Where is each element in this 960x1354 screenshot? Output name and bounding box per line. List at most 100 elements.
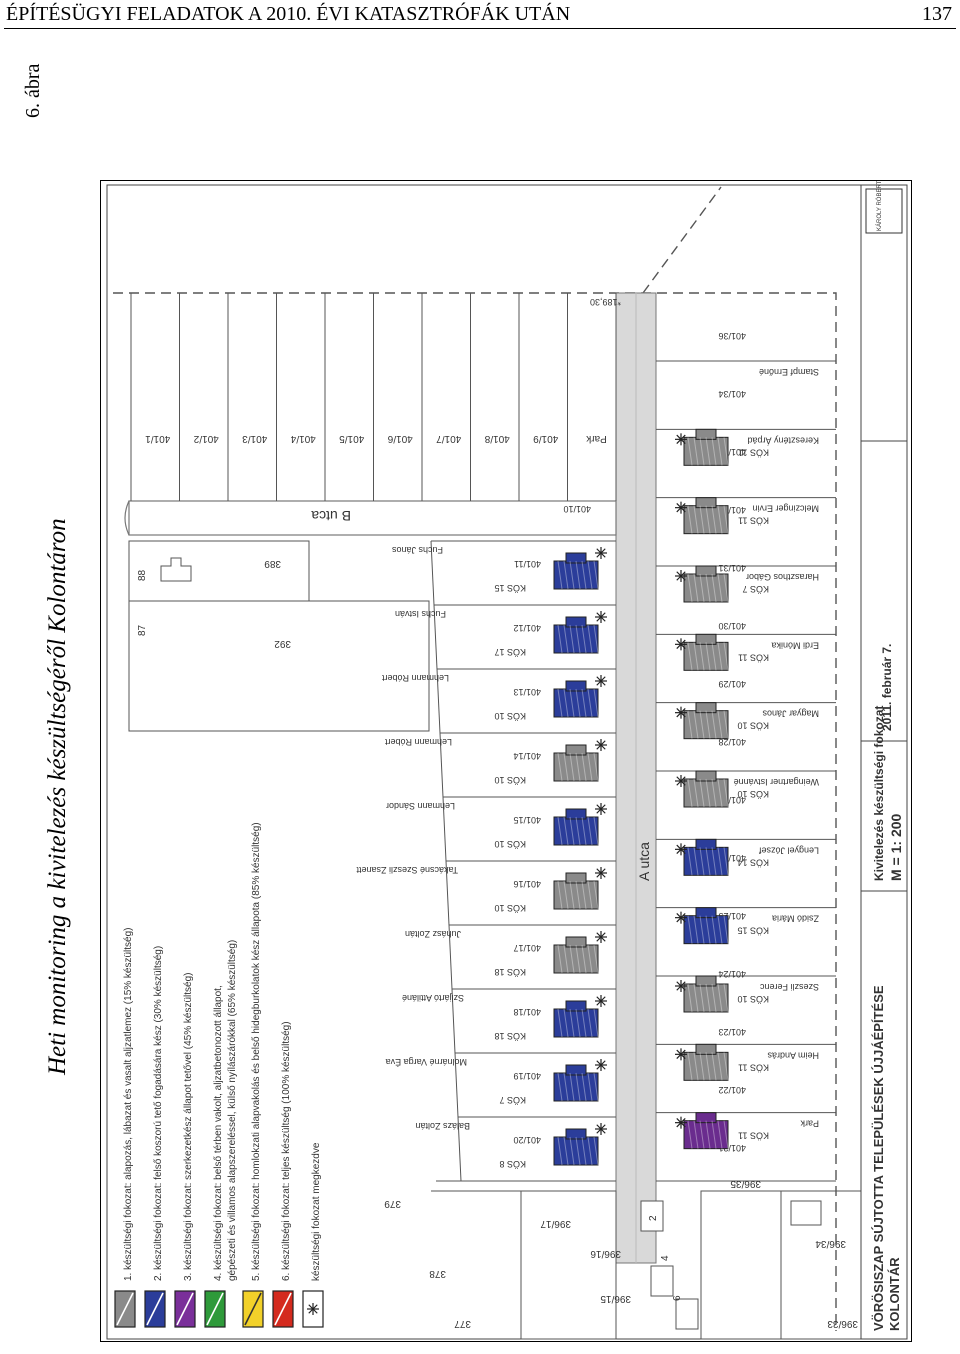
top-parcel-number: 401/2 — [193, 433, 218, 444]
house-type-label: KÖS 11 — [738, 447, 769, 457]
house-type-label: KÖS 7 — [499, 1095, 526, 1105]
page-number: 137 — [922, 3, 952, 25]
owner-name: Fuchs István — [395, 609, 446, 619]
legend-label: 2. készültségi fokozat: felső koszorú te… — [153, 946, 164, 1281]
parcel-number: 396/15 — [600, 1293, 631, 1304]
asterisk-icon — [595, 803, 607, 815]
house-type-label: KÖS 18 — [494, 967, 526, 977]
owner-name: Melczinger Ervin — [752, 504, 819, 514]
street-label-a-utca: A utca — [636, 842, 652, 881]
asterisk-icon — [595, 739, 607, 751]
parcel-number: 401/25 — [718, 911, 746, 921]
parcel-number: 401/17 — [513, 943, 541, 953]
top-parcel-number: 401/9 — [533, 433, 558, 444]
parcel-number: 396/34 — [815, 1238, 846, 1249]
legend-item: 2. készültségi fokozat: felső koszorú te… — [144, 946, 166, 1328]
owner-name: Lengyel József — [758, 845, 819, 855]
house-footprint — [553, 936, 599, 974]
legend-item: 5. készültségi fokozat: homlokzati alapv… — [242, 822, 264, 1328]
asterisk-icon — [595, 675, 607, 687]
legend-label: készültségi fokozat megkezdve — [311, 1142, 322, 1281]
asterisk-icon — [675, 501, 687, 514]
owner-name: Stampf Ernőné — [759, 367, 819, 377]
asterisk-icon — [675, 843, 687, 856]
house-type-label: KÖS 10 — [494, 711, 526, 721]
house-footprint — [553, 552, 599, 590]
parcel-number: 401/13 — [513, 687, 541, 697]
parcel-number: 377 — [454, 1318, 471, 1329]
house-type-label: KÖS 10 — [737, 721, 769, 731]
house-type-label: KÖS 10 — [494, 839, 526, 849]
legend: 1. készültségi fokozat: alapozás, lábaza… — [114, 822, 324, 1328]
owner-name: Molnárné Varga Éva — [386, 1057, 467, 1067]
asterisk-icon — [675, 775, 687, 787]
figure-label: 6. ábra — [22, 63, 44, 118]
parcel-number: 87 — [137, 624, 148, 636]
legend-item: 1. készültségi fokozat: alapozás, lábaza… — [114, 927, 136, 1328]
parcel-number: 379 — [384, 1198, 401, 1209]
house-footprint — [683, 975, 729, 1013]
owner-name: Magyar János — [762, 709, 819, 719]
parcel-number: 389 — [264, 558, 281, 569]
house-footprint — [683, 497, 729, 535]
parcel-number: 401/14 — [513, 751, 541, 761]
house-footprint — [683, 702, 729, 740]
parcel-number: 401/26 — [718, 853, 746, 863]
top-parcel-number: 401/5 — [339, 433, 364, 444]
owner-name: Lehmann Róbert — [381, 673, 449, 683]
asterisk-icon — [675, 706, 687, 719]
house-footprint — [553, 872, 599, 910]
house-type-label: KÖS 11 — [738, 652, 769, 662]
university-logo: KÁROLY RÓBERT SZÉCHENYI ISTVÁN EGYETEM — [876, 181, 883, 231]
asterisk-icon — [675, 433, 687, 446]
house-footprint — [683, 1112, 729, 1150]
house-footprint — [553, 1064, 599, 1102]
house-footprint — [553, 744, 599, 782]
parcel-number: 378 — [429, 1268, 446, 1279]
house-footprint — [683, 428, 729, 466]
parcel-number: 401/10 — [563, 504, 591, 514]
house-footprint — [553, 808, 599, 846]
asterisk-icon — [595, 931, 607, 943]
running-header: ÉPÍTÉSÜGYI FELADATOK A 2010. ÉVI KATASZT… — [4, 0, 956, 29]
owner-name: Park — [800, 1119, 819, 1129]
house-type-label: KÖS 10 — [494, 775, 526, 785]
street-label-b-utca: B utca — [311, 508, 351, 524]
owner-name: Erdi Mónika — [771, 640, 819, 650]
parcel-number: 396/35 — [730, 1178, 761, 1189]
asterisk-icon — [675, 638, 687, 651]
house-footprint — [553, 680, 599, 718]
figure-caption: Heti monitoring a kivitelezés készültség… — [44, 518, 71, 1075]
house-type-label: KÖS 18 — [494, 1031, 526, 1041]
parcel-number: 396/33 — [827, 1318, 858, 1329]
house-footprint — [553, 1128, 599, 1166]
house-type-label: KÖS 7 — [742, 584, 769, 594]
asterisk-icon — [675, 1048, 687, 1061]
parcel-number: 401/20 — [513, 1135, 541, 1145]
parcel-number: 401/23 — [718, 1027, 746, 1037]
legend-label: 3. készültségi fokozat: szerkezetkész ál… — [183, 973, 194, 1281]
asterisk-icon — [675, 980, 687, 992]
house-type-label: KÖS 11 — [738, 1062, 769, 1072]
top-parcel-number: Park — [585, 433, 607, 444]
parcel-number: 401/27 — [718, 795, 746, 805]
house-number: 2 — [648, 1215, 659, 1221]
title-block-drawing: Kivitelezés készültségi fokozat — [872, 706, 886, 881]
parcel-number: 396/17 — [540, 1218, 571, 1229]
house-footprint — [683, 565, 729, 603]
house-footprint — [683, 633, 729, 671]
parcel-number: 401/33 — [718, 447, 746, 457]
parcel-number: 401/29 — [718, 679, 746, 689]
asterisk-icon — [675, 1116, 687, 1129]
legend-item: készültségi fokozat megkezdve — [302, 1142, 324, 1328]
house-number: 4 — [660, 1255, 671, 1261]
title-block-scale: M = 1: 200 — [888, 813, 904, 881]
parcel-number: 401/28 — [718, 737, 746, 747]
legend-item: 4. készültségi fokozat: belső térben vak… — [204, 940, 238, 1328]
parcel-number: 396/16 — [590, 1248, 621, 1259]
owner-name: Keresztény Árpád — [747, 435, 819, 445]
legend-label: 5. készültségi fokozat: homlokzati alapv… — [251, 822, 262, 1281]
top-parcel-number: 401/8 — [484, 433, 509, 444]
